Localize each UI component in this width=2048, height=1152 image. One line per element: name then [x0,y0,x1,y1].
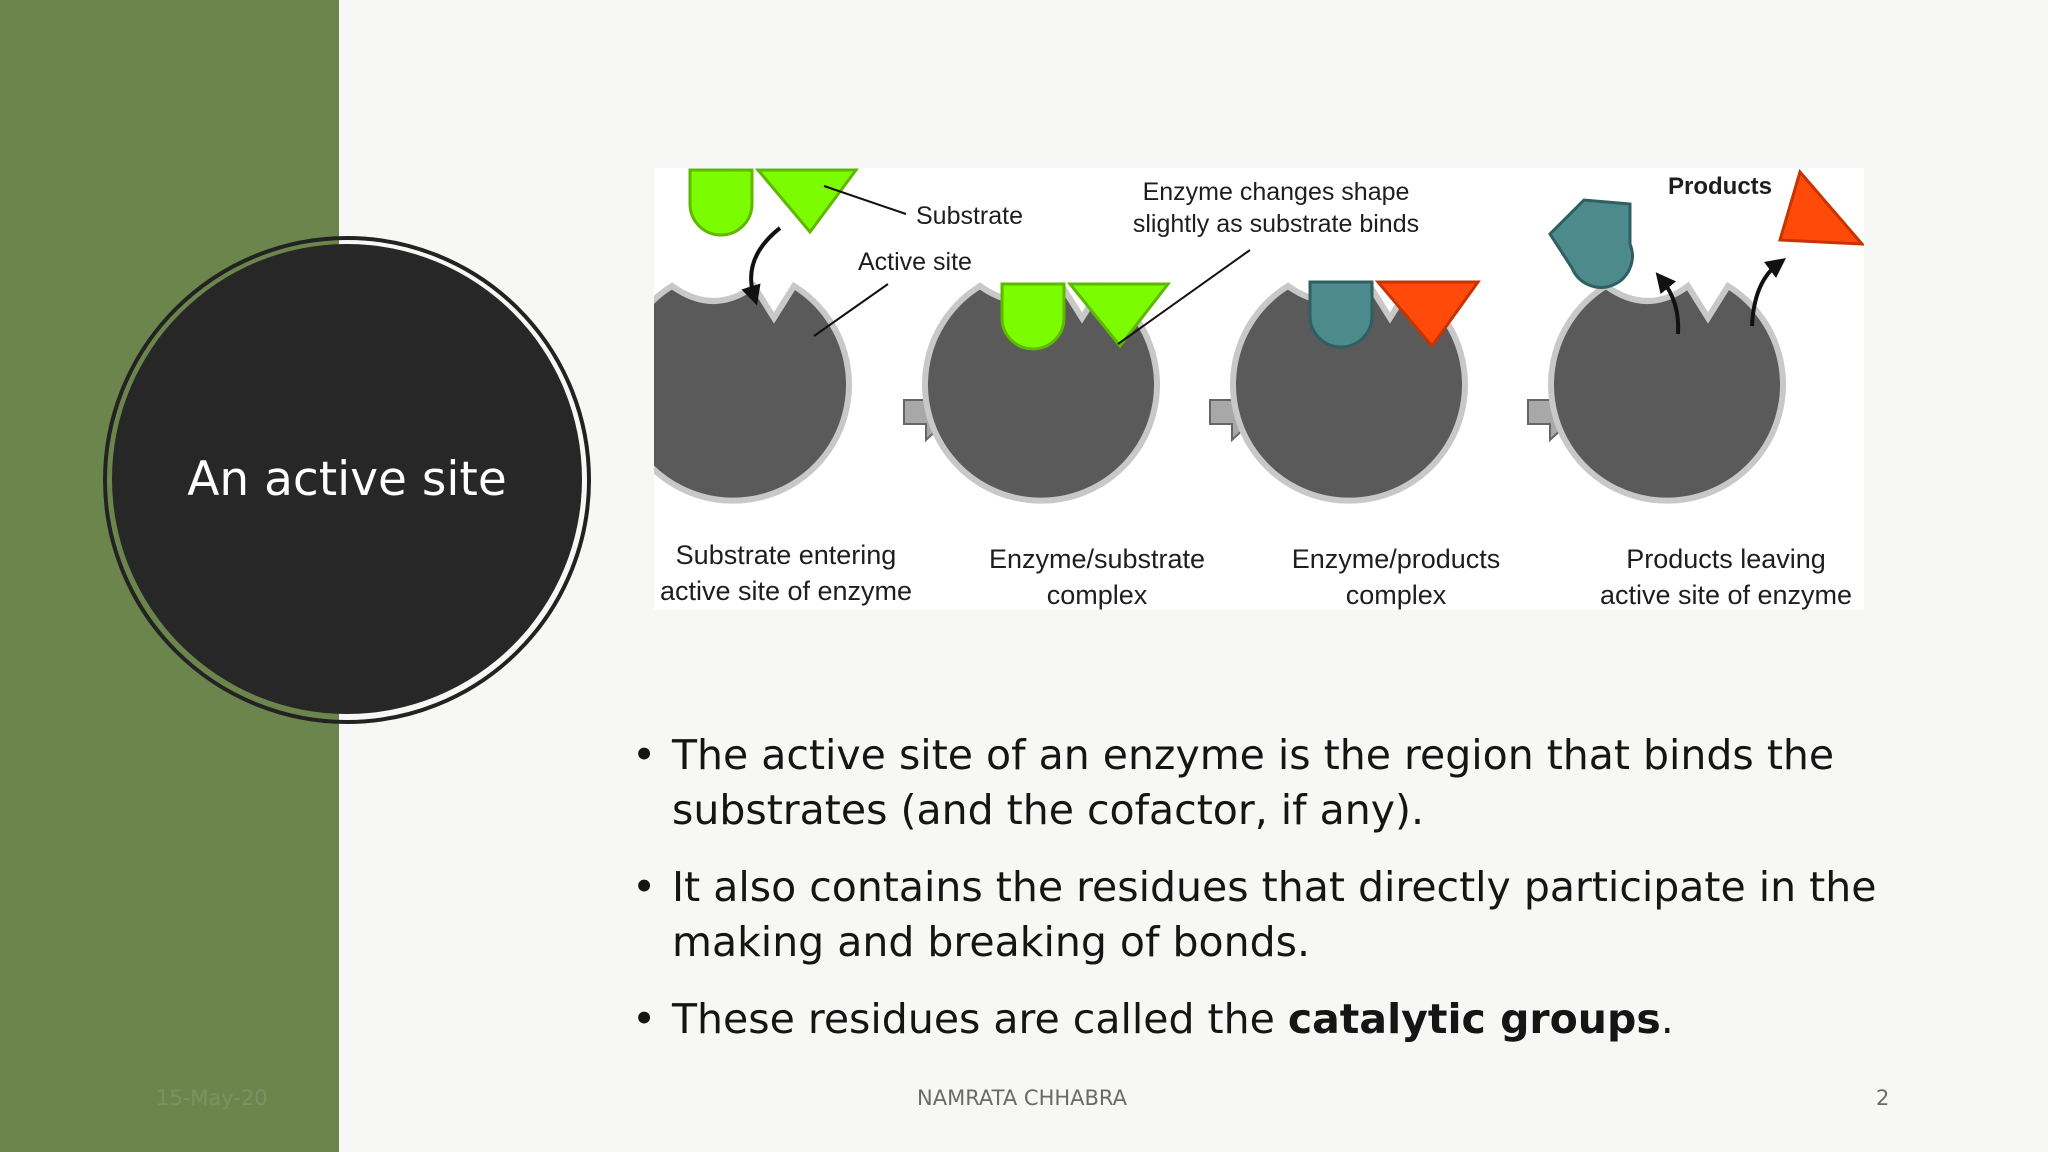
footer-page-number: 2 [1876,1086,1890,1110]
bullet-item: It also contains the residues that direc… [632,860,1932,970]
bullet-text-after: . [1660,995,1674,1043]
footer-author: NAMRATA CHHABRA [917,1086,1128,1110]
shape-change-pointer-line [1117,249,1251,345]
substrate-shape [688,168,859,237]
bound-products-shape [1308,280,1481,349]
bullet-bold-term: catalytic groups [1287,995,1661,1043]
bullet-text: It also contains the residues that direc… [672,863,1877,966]
enzyme-1-shape [654,281,852,504]
substrate-pointer-line [823,185,907,215]
step-1-caption-line2: active site of enzyme [660,576,912,606]
step-1-caption-line1: Substrate entering [676,540,897,570]
slide-title: An active site [187,451,507,507]
enzyme-active-site-diagram: Substrate Active site Enzyme changes sha… [654,168,1864,610]
label-active-site: Active site [858,248,972,276]
product-leaving-arrow-right [1750,257,1786,327]
step-3-caption-line2: complex [1346,580,1447,610]
product-teal-shape [1548,198,1634,289]
bullet-item: These residues are called the catalytic … [632,992,1932,1047]
step-4-caption-line1: Products leaving [1626,544,1826,574]
bullet-text: The active site of an enzyme is the regi… [672,731,1835,834]
label-shape-change-line2: slightly as substrate binds [1133,210,1419,238]
step-2-caption-line1: Enzyme/substrate [989,544,1205,574]
bullet-text-before: These residues are called the [672,995,1288,1043]
footer-date: 15-May-20 [156,1086,268,1110]
label-substrate: Substrate [916,202,1023,230]
product-red-shape [1778,168,1864,246]
bullet-list: The active site of an enzyme is the regi… [632,728,1932,1069]
title-circle-ring [103,236,591,724]
step-3-caption-line1: Enzyme/products [1292,544,1501,574]
title-circle: An active site [112,244,582,714]
active-site-pointer-line [813,283,889,337]
enzyme-4-shape [1548,281,1786,504]
step-2-caption-line2: complex [1047,580,1148,610]
label-shape-change-line1: Enzyme changes shape [1143,178,1410,206]
label-products: Products [1668,173,1772,200]
step-4-caption-line2: active site of enzyme [1600,580,1852,610]
product-leaving-arrow-left [1655,272,1681,335]
substrate-entering-arrow [741,226,782,306]
bullet-item: The active site of an enzyme is the regi… [632,728,1932,838]
bound-substrate-shape [1000,282,1172,351]
